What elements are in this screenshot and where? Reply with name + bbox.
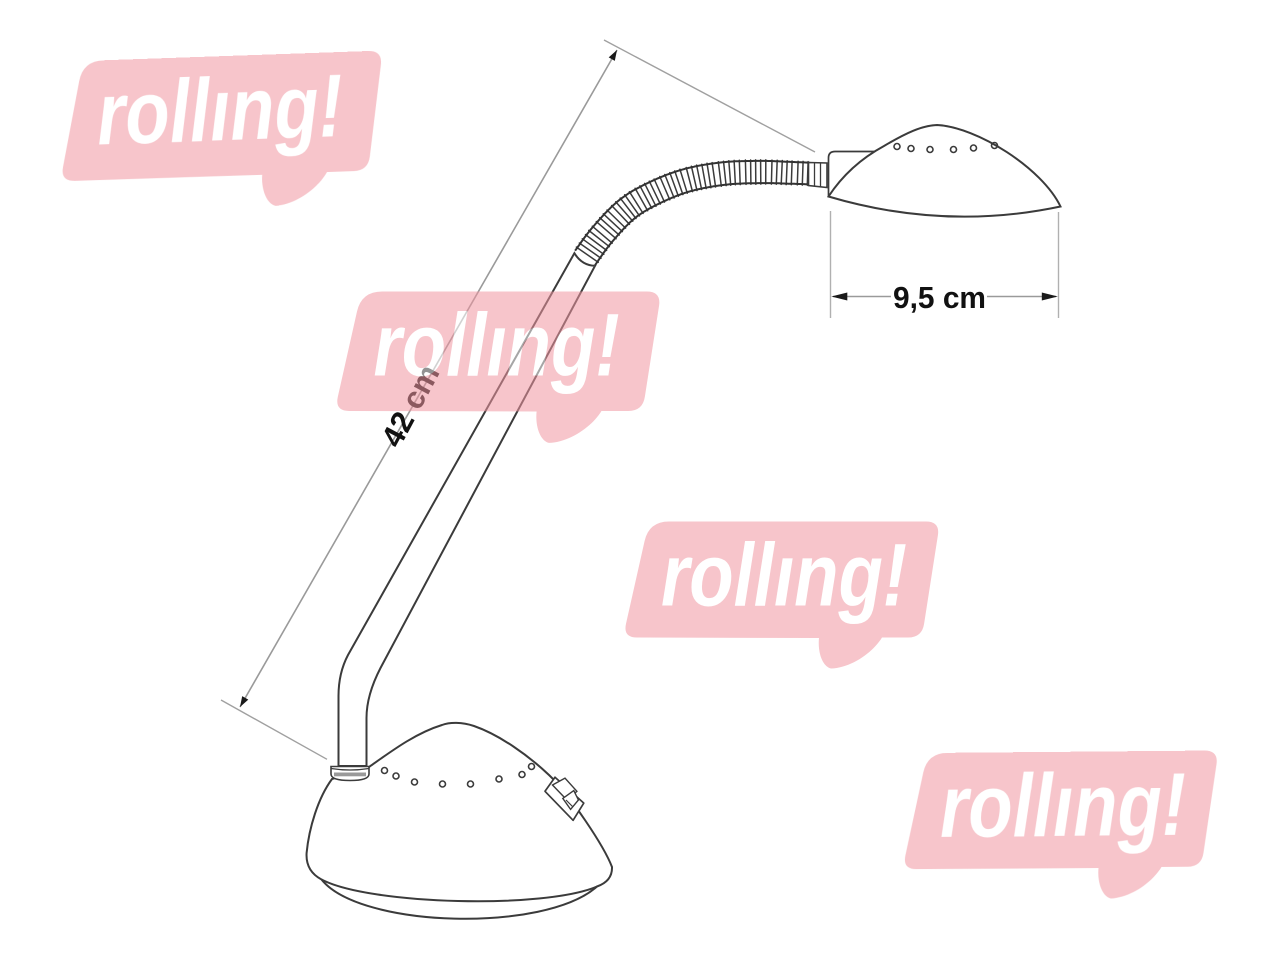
svg-text:rollıng!: rollıng!	[374, 295, 620, 395]
svg-text:rollıng!: rollıng!	[95, 55, 344, 164]
svg-text:9,5 cm: 9,5 cm	[893, 280, 986, 315]
svg-text:rollıng!: rollıng!	[661, 525, 907, 625]
svg-text:rollıng!: rollıng!	[940, 754, 1187, 856]
